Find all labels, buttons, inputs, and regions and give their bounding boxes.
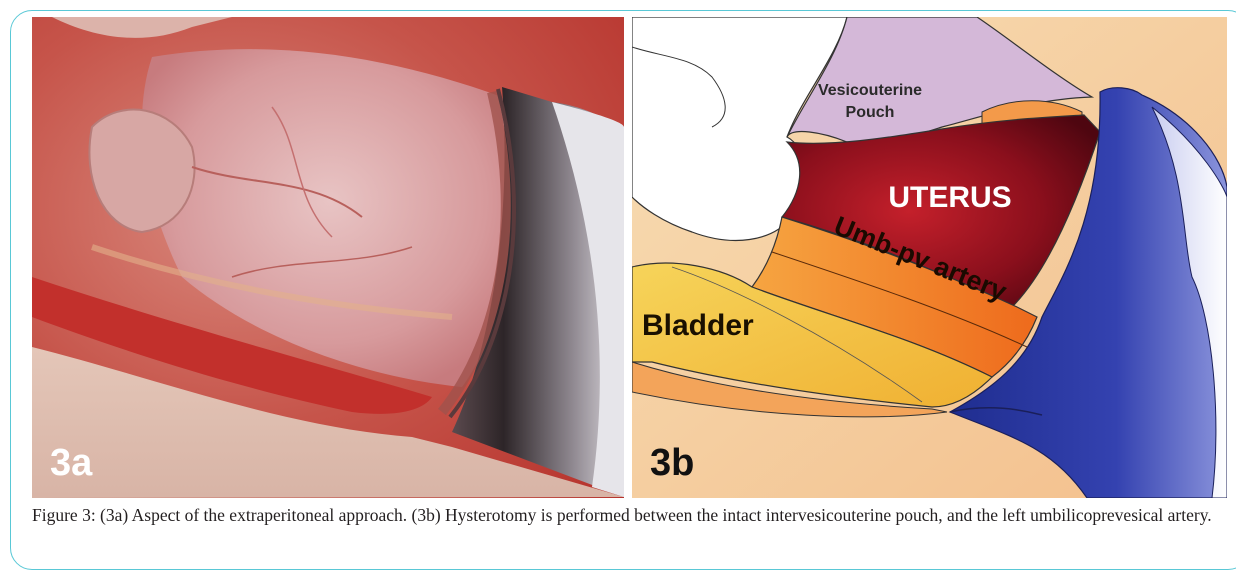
label-pouch-line2: Pouch bbox=[846, 104, 895, 121]
panel-label-3b: 3b bbox=[650, 442, 694, 484]
label-bladder: Bladder bbox=[642, 309, 754, 342]
label-uterus: UTERUS bbox=[888, 181, 1011, 214]
panel-label-3a: 3a bbox=[50, 442, 93, 484]
surgical-photo-panel: 3a bbox=[32, 17, 624, 498]
label-pouch-line1: Vesicouterine bbox=[818, 82, 922, 99]
anatomy-diagram-panel: Vesicouterine Pouch UTERUS Umb-pv artery… bbox=[632, 17, 1227, 498]
surgical-photo: 3a bbox=[32, 17, 624, 498]
figure-caption: Figure 3: (3a) Aspect of the extraperito… bbox=[32, 504, 1222, 527]
anatomy-diagram: Vesicouterine Pouch UTERUS Umb-pv artery… bbox=[632, 17, 1227, 498]
